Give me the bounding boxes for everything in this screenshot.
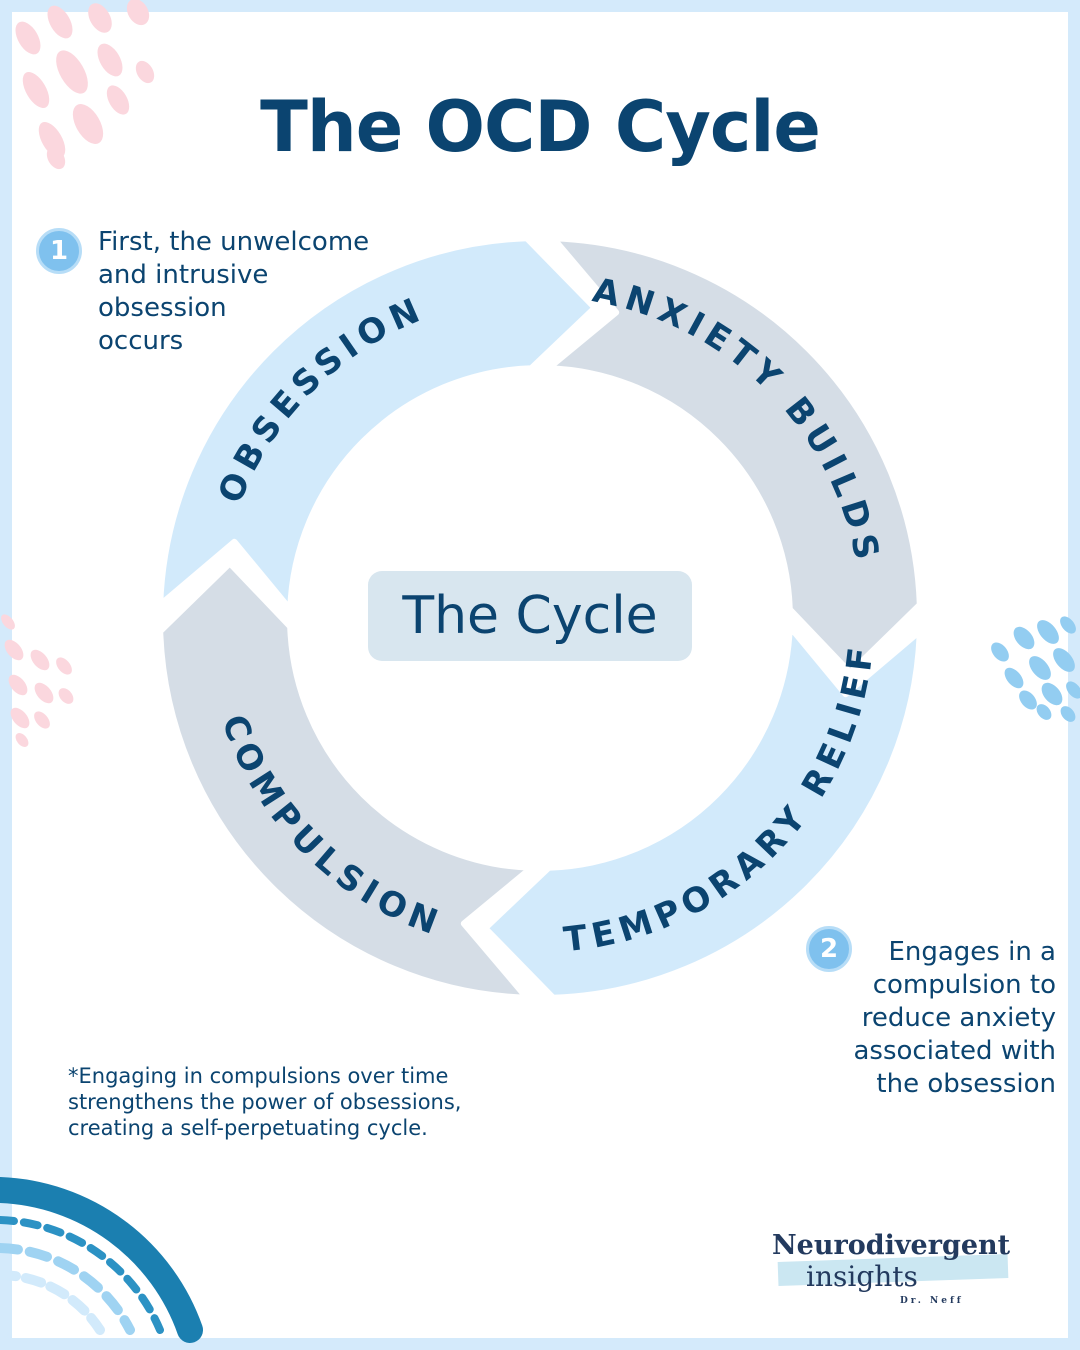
cycle-segment-3 <box>482 623 923 1001</box>
center-label-text: The Cycle <box>402 586 658 646</box>
step-1-line: and intrusive <box>98 260 269 290</box>
step-2-line: compulsion to <box>872 970 1056 1000</box>
center-label: The Cycle <box>368 571 692 661</box>
step-1-note: First, the unwelcome and intrusive obses… <box>98 226 369 358</box>
brand-name-bottom: insights <box>806 1260 918 1293</box>
step-2-note: Engages in a compulsion to reduce anxiet… <box>760 936 1056 1101</box>
step-1-line: First, the unwelcome <box>98 227 370 257</box>
pink-dots-top-left-decoration <box>15 0 155 170</box>
step-1-line: occurs <box>98 326 184 356</box>
step-2-line: Engages in a <box>888 937 1056 967</box>
step-2-line: associated with <box>853 1036 1056 1066</box>
pink-dots-left-decoration <box>1 614 74 747</box>
cycle-segment-4 <box>157 560 535 1001</box>
blue-dots-right-decoration <box>991 616 1080 722</box>
brand-name-top: Neurodivergent <box>772 1230 1011 1261</box>
footnote: *Engaging in compulsions over time stren… <box>68 1064 462 1140</box>
step-2-line: the obsession <box>876 1069 1056 1099</box>
step-1-badge: 1 <box>36 228 82 274</box>
cycle-segment-1 <box>157 235 598 613</box>
page-title: The OCD Cycle <box>260 86 821 168</box>
cycle-segment-2 <box>545 235 923 676</box>
brand-logo: Neurodivergent insights Dr. Neff <box>772 1230 1042 1310</box>
brand-author: Dr. Neff <box>900 1296 964 1306</box>
step-1-line: obsession <box>98 293 227 323</box>
step-2-badge: 2 <box>806 926 852 972</box>
blue-arcs-bottom-left-decoration <box>0 1177 203 1343</box>
step-2-line: reduce anxiety <box>861 1003 1056 1033</box>
